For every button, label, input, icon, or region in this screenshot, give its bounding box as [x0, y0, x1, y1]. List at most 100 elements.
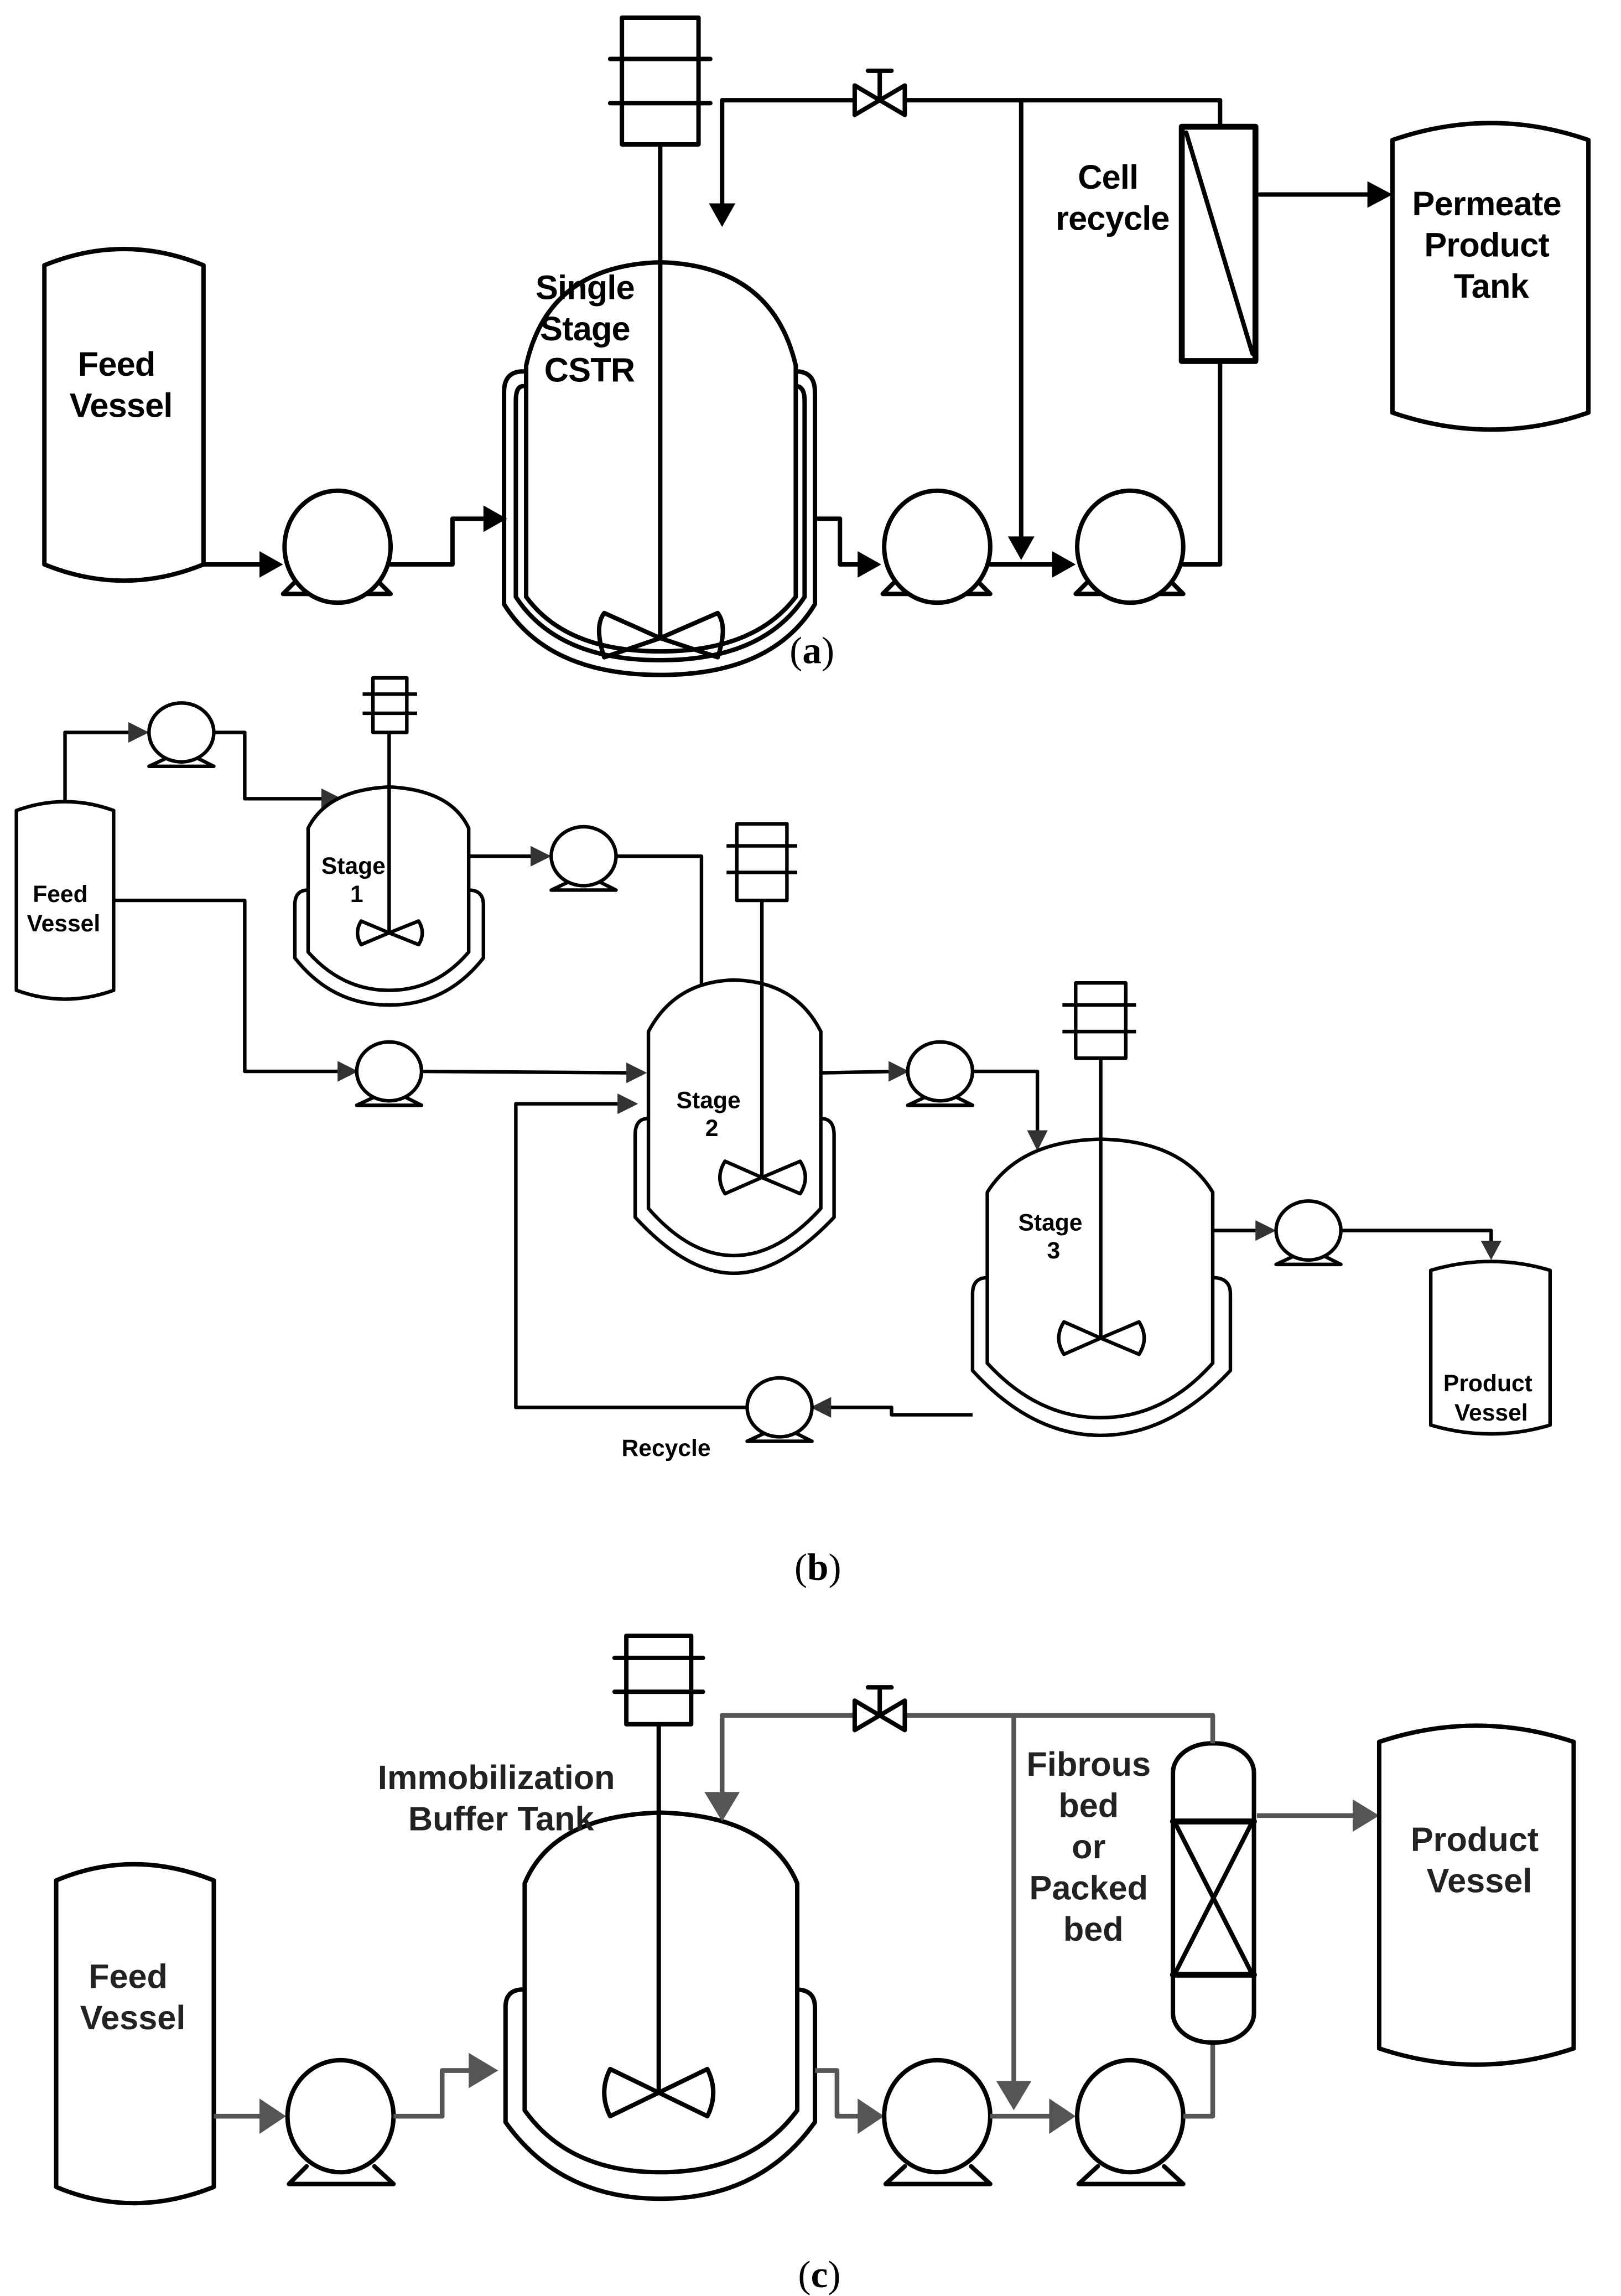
arrow-b-feed-to-pump1 [128, 722, 149, 743]
panel-b: Feed Vessel Stage 1 [14, 676, 1552, 1588]
product-vessel-c-label: Product Vessel [1411, 1821, 1548, 1900]
stage1-label-1: Stage [321, 853, 386, 879]
column-c-label-3: or [1072, 1828, 1105, 1865]
column-c-label: Fibrous bed or Packed bed [1027, 1745, 1161, 1948]
pump-a-2 [880, 488, 993, 605]
pump-b-5 [1274, 1199, 1343, 1267]
pipe-c-pump1-to-reactor [393, 2068, 475, 2119]
arrow-c-reactor-to-pump2 [858, 2098, 885, 2134]
pump-b-3-base [355, 1093, 424, 1107]
arrow-c-bypass [996, 2081, 1032, 2111]
pipe-a-pump3-to-membrane [1181, 360, 1223, 567]
pump-b-1-base [147, 754, 216, 768]
arrow-b-pump4-to-stage3 [1027, 1130, 1048, 1151]
feed-vessel-b-label-1: Feed [33, 881, 87, 908]
caption-b-letter: b [807, 1546, 829, 1588]
pipe-b-stage2-to-pump4 [820, 1069, 898, 1075]
pump-b-3 [355, 1040, 424, 1107]
reactor-c-label-2: Buffer Tank [408, 1800, 595, 1837]
caption-c-close: ) [828, 2253, 840, 2295]
pipe-a-recycle-loop [720, 98, 1223, 209]
stage2-label-2: 2 [705, 1115, 719, 1142]
permeate-tank-a [1390, 121, 1591, 432]
panel-c: Feed Vessel Immobilization Buffer Tank [54, 1633, 1576, 2295]
arrow-a-bypass [1007, 536, 1035, 560]
arrow-b-stage3-to-pump5 [1255, 1220, 1276, 1241]
pump-a-1-body [282, 488, 393, 605]
stage2-agitator-bars [726, 844, 798, 874]
stage2-jacket [633, 1117, 836, 1276]
feed-vessel-c-label-2: Vessel [80, 1999, 186, 2036]
reactor-c-jacket [503, 1987, 817, 2201]
stage2-impeller [718, 1159, 807, 1196]
membrane-a-label-2: recycle [1056, 199, 1170, 237]
reactor-a-label: Single Stage CSTR [536, 269, 643, 389]
feed-vessel-a-label: Feed Vessel [70, 345, 173, 424]
packed-bed-column-c-body [1171, 1741, 1256, 2045]
pump-b-2 [549, 825, 618, 892]
permeate-tank-a-label: Permeate Product Tank [1412, 185, 1571, 305]
pump-c-3-base [1076, 2164, 1186, 2186]
caption-b: (b) [794, 1546, 841, 1588]
pipe-b-feed-to-pump1 [63, 730, 137, 804]
packed-bed-column-c-bands [1170, 1818, 1257, 1978]
reactor-c-agitator-bars [612, 1655, 705, 1694]
stage2-label-1: Stage [677, 1087, 741, 1114]
feed-vessel-c-label-1: Feed [89, 1957, 168, 1995]
arrow-a-reactor-to-pump2 [858, 551, 881, 578]
pump-c-2 [882, 2057, 993, 2186]
column-c-label-4: Packed [1030, 1869, 1148, 1907]
column-c-label-1: Fibrous [1027, 1745, 1151, 1783]
pump-b-5-base [1274, 1252, 1343, 1267]
pump-b-5-body [1274, 1199, 1343, 1262]
stage3-label: Stage 3 [1018, 1210, 1089, 1264]
arrow-a-pump2-to-pump3 [1052, 551, 1076, 578]
packed-bed-column-c [1170, 1741, 1257, 2045]
feed-vessel-b [14, 800, 116, 1001]
pump-c-3-body [1075, 2057, 1186, 2175]
pipe-b-pump5-to-product [1341, 1229, 1493, 1242]
caption-c: (c) [798, 2253, 841, 2295]
pump-a-3 [1073, 488, 1186, 605]
feed-vessel-a-label-2: Vessel [70, 387, 173, 424]
agitator-a [596, 15, 725, 660]
pipe-a-pump1-to-reactor [388, 516, 489, 567]
valve-c [852, 1685, 907, 1733]
arrow-a-pump1-to-reactor [483, 505, 507, 532]
pump-b-4 [906, 1040, 975, 1107]
stage3-impeller [1057, 1320, 1146, 1356]
arrow-c-feed-to-pump1 [259, 2098, 286, 2134]
pipe-b-pump2-to-stage2 [616, 854, 704, 1008]
pump-b-recycle-body [745, 1376, 814, 1439]
stage2-label: Stage 2 [677, 1087, 747, 1142]
stage1-label-2: 1 [350, 881, 363, 908]
caption-c-letter: c [811, 2253, 828, 2295]
pipe-b-pump3-to-stage2 [421, 1069, 634, 1075]
column-c-label-2: bed [1058, 1787, 1119, 1825]
pump-c-1-base [287, 2164, 396, 2186]
pump-c-1-body [285, 2057, 396, 2175]
reactor-c-label-1: Immobilization [378, 1759, 615, 1796]
arrow-b-stage2-to-pump4 [889, 1061, 910, 1082]
feed-vessel-b-label-2: Vessel [27, 910, 101, 937]
pipe-c-reactor-to-pump2 [814, 2068, 864, 2119]
arrow-a-permeate [1367, 181, 1393, 208]
permeate-tank-a-label-1: Permeate [1412, 185, 1561, 222]
membrane-a-label: Cell recycle [1056, 158, 1170, 237]
reactor-a-label-3: CSTR [544, 351, 635, 389]
product-vessel-b-label-1: Product [1443, 1370, 1532, 1397]
agitator-a-motor-bars [607, 56, 713, 106]
pump-b-recycle-base [745, 1429, 814, 1443]
pipe-b-pump4-to-stage3 [972, 1069, 1040, 1135]
reactor-a-label-1: Single [536, 269, 635, 307]
arrow-c-pump1-to-reactor [469, 2053, 498, 2088]
stage3-label-1: Stage [1018, 1210, 1082, 1236]
membrane-module-a [1178, 123, 1259, 364]
pipe-b-pump1-to-stage1 [214, 730, 326, 801]
arrow-b-recycle-pump-in [810, 1397, 832, 1418]
pump-b-1 [147, 701, 216, 768]
reactor-a-jacket [502, 369, 817, 677]
arrow-c-recycle-to-reactor [704, 1792, 740, 1822]
pump-c-3 [1075, 2057, 1186, 2186]
product-vessel-c-label-1: Product [1411, 1821, 1539, 1858]
